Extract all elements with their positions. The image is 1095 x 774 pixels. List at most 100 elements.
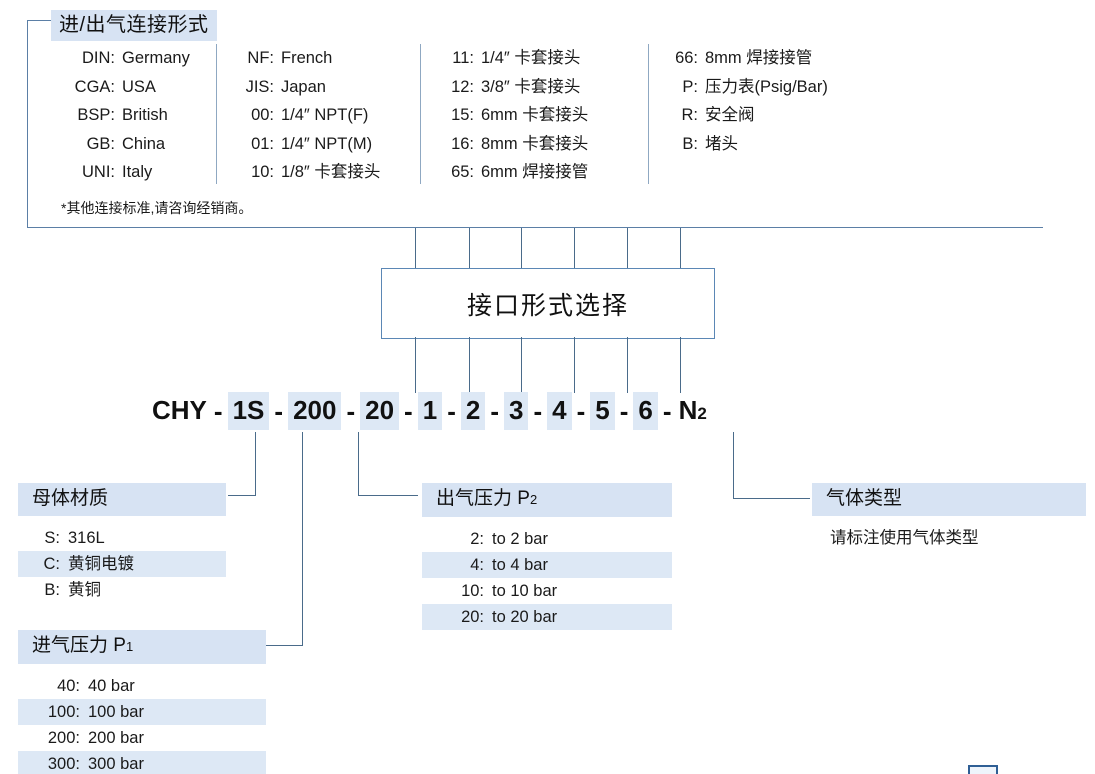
connection-value: 6mm 卡套接头 [481, 106, 589, 124]
connection-item: BSP: British [61, 101, 190, 130]
outlet-pressure-title: 出气压力 P2 [422, 483, 672, 517]
connection-value: 1/4″ NPT(M) [281, 134, 373, 153]
inlet-pressure-item: 40: 40 bar [18, 673, 266, 699]
connection-item: 10: 1/8″ 卡套接头 [236, 158, 380, 187]
option-key: 4: [470, 556, 484, 574]
connection-item: 66: 8mm 焊接接管 [664, 44, 828, 73]
option-value: 100 bar [88, 703, 144, 721]
connection-key: 10: [251, 163, 274, 181]
code-dash: - [619, 395, 629, 426]
option-key: 200: [47, 729, 80, 747]
connection-key: R: [681, 106, 699, 124]
connection-item: JIS: Japan [236, 73, 380, 102]
outlet-pressure-item: 2: to 2 bar [422, 526, 672, 552]
connection-value: 压力表(Psig/Bar) [705, 77, 828, 96]
code-segment-port-3[interactable]: 3 [504, 392, 529, 430]
option-value: 黄铜电镀 [68, 555, 134, 573]
connection-column-4: 66: 8mm 焊接接管 P: 压力表(Psig/Bar) R: 安全阀 B: … [664, 44, 828, 158]
option-value: to 10 bar [492, 582, 558, 600]
connection-value: British [122, 106, 168, 124]
code-dash: - [404, 395, 413, 426]
connection-key: P: [682, 77, 698, 96]
code-segment-material[interactable]: 1S [227, 392, 270, 430]
inlet-pressure-block: 进气压力 P1 40: 40 bar 100: 100 bar 200: 200… [18, 630, 266, 774]
code-dash: - [533, 395, 543, 426]
body-material-block: 母体材质 S: 316L C: 黄铜电镀 B: 黄铜 [18, 483, 226, 603]
code-segment-port-4[interactable]: 4 [547, 392, 572, 430]
gas-type-title: 气体类型 [812, 483, 1086, 516]
connection-value: USA [122, 77, 156, 96]
connection-item: 00: 1/4″ NPT(F) [236, 101, 380, 130]
connector-gas-horizontal [733, 498, 810, 499]
connection-item: 12: 3/8″ 卡套接头 [440, 73, 588, 102]
connection-key: JIS: [245, 77, 274, 96]
inlet-pressure-list: 40: 40 bar 100: 100 bar 200: 200 bar 300… [18, 673, 266, 774]
option-value: to 4 bar [492, 556, 548, 574]
connection-value: French [281, 49, 333, 67]
connection-key: 01: [251, 134, 274, 153]
body-material-item: S: 316L [18, 525, 226, 551]
code-segment-inlet-pressure[interactable]: 200 [288, 392, 342, 430]
option-value: to 20 bar [492, 608, 558, 626]
option-key: 10: [461, 582, 484, 600]
outlet-pressure-item: 10: to 10 bar [422, 578, 672, 604]
connection-key: CGA: [74, 77, 115, 96]
option-key: 300: [47, 755, 80, 773]
code-segment-outlet-pressure[interactable]: 20 [360, 392, 400, 430]
option-key: S: [44, 529, 60, 547]
connector-drop-3 [521, 228, 522, 268]
option-key: 100: [47, 703, 80, 721]
code-segment-port-6[interactable]: 6 [633, 392, 658, 430]
connection-value: 8mm 卡套接头 [481, 134, 589, 153]
option-key: 2: [470, 530, 484, 548]
gas-type-note: 请标注使用气体类型 [830, 529, 979, 547]
connection-column-divider [216, 44, 217, 184]
option-value: 200 bar [88, 729, 144, 747]
option-key: 20: [461, 608, 484, 626]
connection-value: China [122, 134, 166, 153]
connection-key: B: [682, 134, 698, 153]
connection-column-2: NF: French JIS: Japan 00: 1/4″ NPT(F) 01… [236, 44, 381, 187]
connection-column-divider [420, 44, 421, 184]
body-material-list: S: 316L C: 黄铜电镀 B: 黄铜 [18, 525, 226, 603]
option-key: C: [43, 555, 61, 573]
inlet-pressure-title: 进气压力 P1 [18, 630, 266, 664]
connection-key: 65: [451, 163, 474, 181]
connection-key: 16: [451, 134, 474, 153]
connection-value: 3/8″ 卡套接头 [481, 77, 581, 96]
connection-value: 6mm 焊接接管 [481, 163, 589, 181]
connector-drop-6 [680, 228, 681, 268]
connection-column-divider [648, 44, 649, 184]
option-value: to 2 bar [492, 530, 548, 548]
connector-inlet-vertical [302, 432, 303, 645]
option-value: 316L [68, 529, 105, 547]
connector-drop-2 [469, 228, 470, 268]
connection-item: 01: 1/4″ NPT(M) [236, 130, 380, 159]
code-segment-prefix: CHY [152, 395, 207, 425]
connector-material-horizontal [228, 495, 256, 496]
code-segment-port-5[interactable]: 5 [590, 392, 615, 430]
body-material-item: C: 黄铜电镀 [18, 551, 226, 577]
connection-item: B: 堵头 [664, 130, 828, 159]
panel-border-bottom [27, 227, 1043, 228]
connection-item: P: 压力表(Psig/Bar) [664, 73, 828, 102]
outlet-pressure-title-text: 出气压力 P [436, 488, 530, 509]
connection-value: 1/4″ NPT(F) [281, 106, 369, 124]
connection-value: 1/4″ 卡套接头 [481, 49, 581, 67]
connection-key: NF: [247, 49, 274, 67]
gas-type-block: 气体类型 请标注使用气体类型 [812, 483, 1086, 551]
connection-item: 11: 1/4″ 卡套接头 [440, 44, 588, 73]
connection-key: 12: [451, 77, 474, 96]
code-segment-gas-type[interactable]: N2 [678, 395, 707, 425]
code-dash: - [274, 395, 284, 426]
connection-key: BSP: [77, 106, 115, 124]
connection-value: Italy [122, 163, 153, 181]
connector-outlet-horizontal [358, 495, 418, 496]
connection-item: R: 安全阀 [664, 101, 828, 130]
code-segment-port-1[interactable]: 1 [417, 392, 443, 430]
code-segment-port-2[interactable]: 2 [460, 392, 486, 430]
connector-to-digit-6 [680, 337, 681, 393]
connector-drop-5 [627, 228, 628, 268]
connection-value: 堵头 [705, 134, 738, 153]
